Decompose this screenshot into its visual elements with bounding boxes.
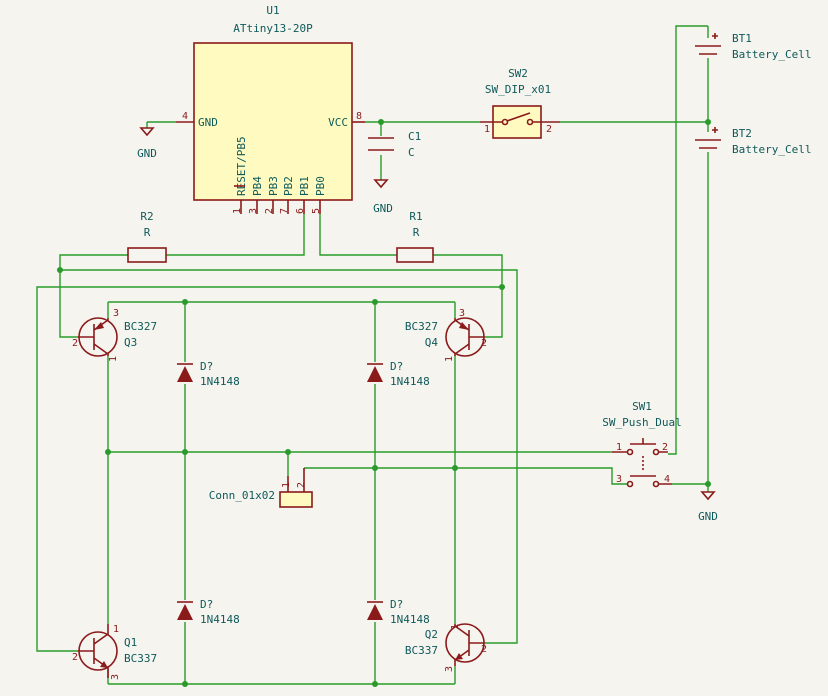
u1-pin-vcc-name: VCC [328,116,348,129]
q3-value: BC327 [124,320,157,333]
gnd-label-u1: GND [137,147,157,160]
gnd-symbol-battery: GND [698,491,718,523]
switch-sw1: SW1 SW_Push_Dual 1 2 3 4 [602,400,682,488]
u1-pin-7-num: 7 [279,208,290,214]
gnd-label-battery: GND [698,510,718,523]
q4-pin1: 1 [444,356,455,362]
q3-pin1: 1 [108,356,119,362]
battery-bt2: BT2 Battery_Cell [695,127,811,156]
u1-pin-vcc-num: 8 [356,111,362,122]
sw1-pin3: 3 [616,474,622,485]
wires [36,25,709,685]
gnd-symbol-c1: GND [373,179,393,215]
gnd-symbol-u1: GND [137,127,157,160]
sw1-value: SW_Push_Dual [602,416,681,429]
q3-ref: Q3 [124,336,137,349]
r2-ref: R2 [140,210,153,223]
q2-pin3: 3 [444,666,455,672]
bt1-value: Battery_Cell [732,48,811,61]
u1-pin-pb0-name: PB0 [314,176,327,196]
q2-pin2: 2 [481,644,487,655]
sw1-pin1: 1 [616,442,622,453]
gnd-label-c1: GND [373,202,393,215]
q1-pin3: 3 [110,674,121,680]
q4-value: BC327 [405,320,438,333]
q3-pin3: 3 [113,308,119,319]
u1-pin-2-num: 2 [264,208,275,214]
q1-value: BC337 [124,652,157,665]
bt2-ref: BT2 [732,127,752,140]
sw1-ref: SW1 [632,400,652,413]
resistor-r2: R2 R [127,210,167,263]
diode-bottom-left: D? 1N4148 [177,598,240,626]
battery-bt1: BT1 Battery_Cell [695,32,811,61]
sw1-pin4: 4 [664,474,670,485]
u1-pin-pb1-name: PB1 [298,176,311,196]
u1-pin-gnd-num: 4 [182,111,188,122]
r2-value: R [144,226,151,239]
q2-value: BC337 [405,644,438,657]
diode-tr-value: 1N4148 [390,375,430,388]
diode-top-right: D? 1N4148 [367,360,430,388]
q1-pin2: 2 [72,652,78,663]
capacitor-c1: C1 C [368,130,421,159]
transistor-q4: 3 1 2 BC327 Q4 [405,308,487,362]
q4-ref: Q4 [425,336,439,349]
sw2-value: SW_DIP_x01 [485,83,551,96]
q1-pin1: 1 [113,624,119,635]
u1-pin-1-num: 1 [232,208,243,214]
u1-pin-pb4-name: PB4 [251,176,264,196]
u1-pin-reset-name: RESET/PB5 [235,136,248,196]
u1-pin-pb3-name: PB3 [267,176,280,196]
sw2-pin2: 2 [546,124,552,135]
diode-br-value: 1N4148 [390,613,430,626]
diode-top-left: D? 1N4148 [177,360,240,388]
transistor-q2: 1 3 2 Q2 BC337 [405,623,487,672]
diode-tl-value: 1N4148 [200,375,240,388]
conn-pin1: 1 [281,482,292,488]
transistor-q1: 1 3 2 Q1 BC337 [72,624,157,680]
u1-pin-6-num: 6 [295,208,306,214]
c1-ref: C1 [408,130,421,143]
diode-bl-value: 1N4148 [200,613,240,626]
u1-pin-gnd-name: GND [198,116,218,129]
q4-pin2: 2 [481,338,487,349]
diode-bottom-right: D? 1N4148 [367,598,430,626]
connector-conn: 1 2 Conn_01x02 [209,468,313,508]
diode-bl-ref: D? [200,598,213,611]
r1-value: R [413,226,420,239]
transistor-q3: 3 1 2 BC327 Q3 [72,308,157,362]
u1-pin-pb2-name: PB2 [282,176,295,196]
c1-value: C [408,146,415,159]
conn-value: Conn_01x02 [209,489,275,502]
bt2-value: Battery_Cell [732,143,811,156]
bt1-ref: BT1 [732,32,752,45]
q1-ref: Q1 [124,636,137,649]
resistor-r1: R1 R [396,210,434,263]
q2-ref: Q2 [425,628,438,641]
sw1-pin2: 2 [662,442,668,453]
diode-tl-ref: D? [200,360,213,373]
u1-microcontroller: U1 ATtiny13-20P 4 GND 8 VCC RESET/PB5 PB… [176,4,365,214]
conn-pin2: 2 [296,482,307,488]
sw2-pin1: 1 [484,124,490,135]
switch-sw2: SW2 SW_DIP_x01 1 2 [480,67,560,139]
q3-pin2: 2 [72,338,78,349]
u1-ref: U1 [266,4,279,17]
r1-ref: R1 [409,210,422,223]
diode-br-ref: D? [390,598,403,611]
q4-pin3: 3 [459,308,465,319]
u1-pin-3-num: 3 [248,208,259,214]
junctions [57,119,711,687]
u1-pin-5-num: 5 [311,208,322,214]
diode-tr-ref: D? [390,360,403,373]
q2-pin1: 1 [450,624,461,630]
u1-value: ATtiny13-20P [233,22,313,35]
sw2-ref: SW2 [508,67,528,80]
